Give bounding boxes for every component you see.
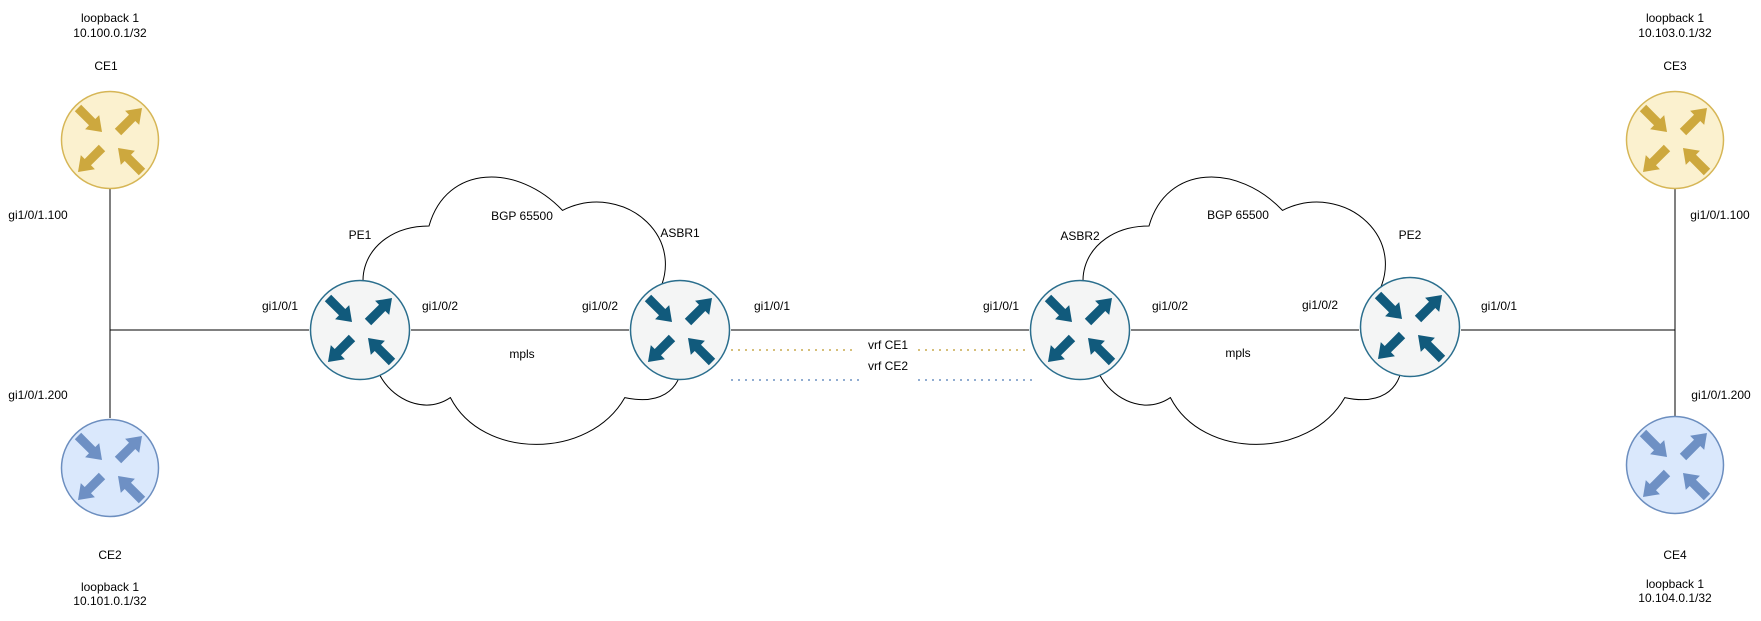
ce4-loopback-ip-label: 10.104.0.1/32 [1638,591,1712,605]
router-node-ce3[interactable] [1625,90,1725,190]
router-node-pe1[interactable] [309,279,411,381]
ce3-name-label: CE3 [1663,59,1687,73]
ce4-loopback-label: loopback 1 [1646,577,1704,591]
ce1-loopback-label: loopback 1 [81,11,139,25]
router-node-pe2[interactable] [1359,276,1461,378]
vrf-ce1-label: vrf CE1 [868,338,908,352]
ce2-loopback-ip-label: 10.101.0.1/32 [73,594,147,608]
router-body-ce2 [60,418,160,518]
interface-label-ce4-access: gi1/0/1.200 [1691,388,1751,402]
router-body-pe2 [1359,276,1461,378]
bgp-cloud-left-label: BGP 65500 [491,209,553,223]
interface-label-asbr2-to-pe2: gi1/0/2 [1152,299,1188,313]
router-node-ce1[interactable] [60,90,160,190]
vrf-ce2-label: vrf CE2 [868,359,908,373]
router-body-ce4 [1625,415,1725,515]
router-body-ce3 [1625,90,1725,190]
ce3-loopback-ip-label: 10.103.0.1/32 [1638,26,1712,40]
interface-label-ce2-access: gi1/0/1.200 [8,388,68,402]
router-node-ce4[interactable] [1625,415,1725,515]
ce1-name-label: CE1 [94,59,118,73]
router-body-ce1 [60,90,160,190]
interface-label-asbr2-to-asbr1: gi1/0/1 [983,299,1019,313]
interface-label-pe1-to-ce: gi1/0/1 [262,299,298,313]
mpls-left-label: mpls [509,347,534,361]
pe2-name-label: PE2 [1399,228,1422,242]
bgp-cloud-right-label: BGP 65500 [1207,208,1269,222]
pe1-name-label: PE1 [349,228,372,242]
ce1-loopback-ip-label: 10.100.0.1/32 [73,26,147,40]
interface-label-asbr1-to-asbr2: gi1/0/1 [754,299,790,313]
interface-label-ce1-access: gi1/0/1.100 [8,208,68,222]
interface-label-pe2-to-asbr2: gi1/0/2 [1302,298,1338,312]
asbr1-name-label: ASBR1 [660,226,700,240]
interface-label-ce3-access: gi1/0/1.100 [1690,208,1750,222]
router-body-pe1 [309,279,411,381]
asbr2-name-label: ASBR2 [1060,229,1100,243]
interface-label-asbr1-to-pe1: gi1/0/2 [582,299,618,313]
interface-label-pe2-to-ce: gi1/0/1 [1481,299,1517,313]
interface-label-pe1-to-asbr1: gi1/0/2 [422,299,458,313]
mpls-right-label: mpls [1225,346,1250,360]
ce2-loopback-label: loopback 1 [81,580,139,594]
router-node-ce2[interactable] [60,418,160,518]
ce4-name-label: CE4 [1663,548,1687,562]
router-body-asbr1 [629,279,731,381]
router-body-asbr2 [1029,279,1131,381]
ce2-name-label: CE2 [98,548,122,562]
router-node-asbr2[interactable] [1029,279,1131,381]
ce3-loopback-label: loopback 1 [1646,11,1704,25]
router-node-asbr1[interactable] [629,279,731,381]
